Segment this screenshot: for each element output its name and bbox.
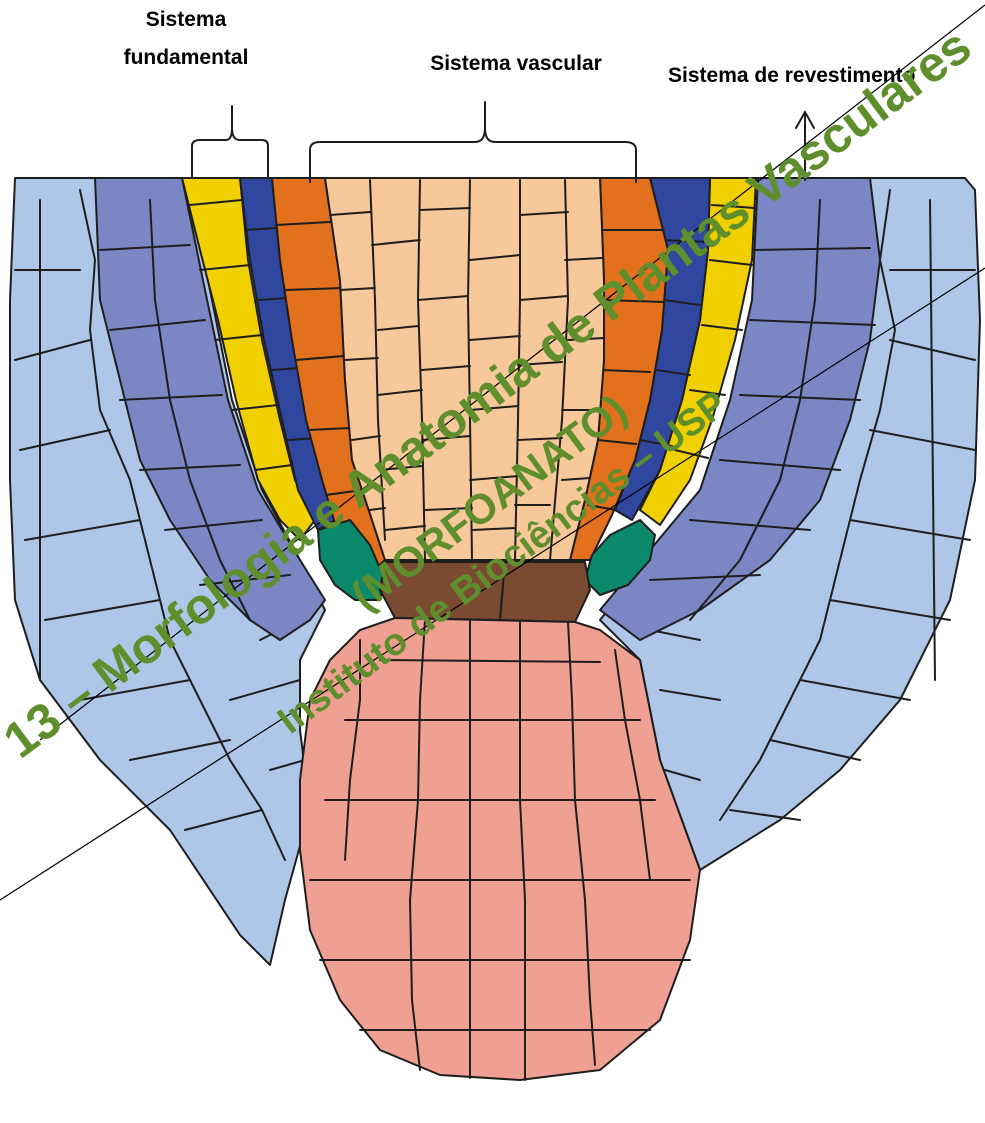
bracket-fundamental — [192, 106, 268, 178]
label-fundamental-line1: Sistema — [146, 8, 227, 31]
label-fundamental-line2: fundamental — [124, 46, 249, 69]
label-vascular: Sistema vascular — [430, 52, 602, 75]
bracket-vascular — [310, 102, 636, 182]
